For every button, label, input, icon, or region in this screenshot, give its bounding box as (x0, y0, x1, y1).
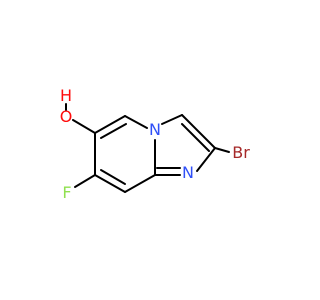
bond-n4-c3 (161, 114, 183, 125)
atom-label-h: H (60, 86, 72, 105)
bond-c5-n4 (124, 115, 148, 129)
atom-labels: H O N N Br F (60, 86, 250, 202)
bond-c7-f (74, 174, 96, 188)
molecule-diagram: H O N N Br F (60, 86, 250, 202)
bond-c6-c5 (94, 115, 126, 134)
bond-c3-c2 (181, 114, 216, 149)
atom-label-o: O (60, 107, 73, 126)
bond-c8-c7-inner (100, 169, 126, 185)
bonds (65, 103, 230, 193)
atom-label-imidazole-n: N (182, 163, 194, 182)
bond-c8-c7 (94, 174, 126, 193)
bond-c8a-c8 (124, 174, 156, 193)
bond-c2-br (214, 147, 230, 153)
atom-label-bromine: Br (232, 143, 250, 162)
structure-drawing: H O N N Br F (60, 86, 250, 202)
bond-c6-c5-inner (100, 123, 127, 139)
bond-c2-n1 (196, 147, 216, 172)
bond-c6-o (72, 119, 96, 134)
atom-label-ring-n: N (149, 120, 161, 139)
bond-c3-c2-inner (181, 123, 210, 152)
atom-label-fluorine: F (62, 183, 71, 202)
